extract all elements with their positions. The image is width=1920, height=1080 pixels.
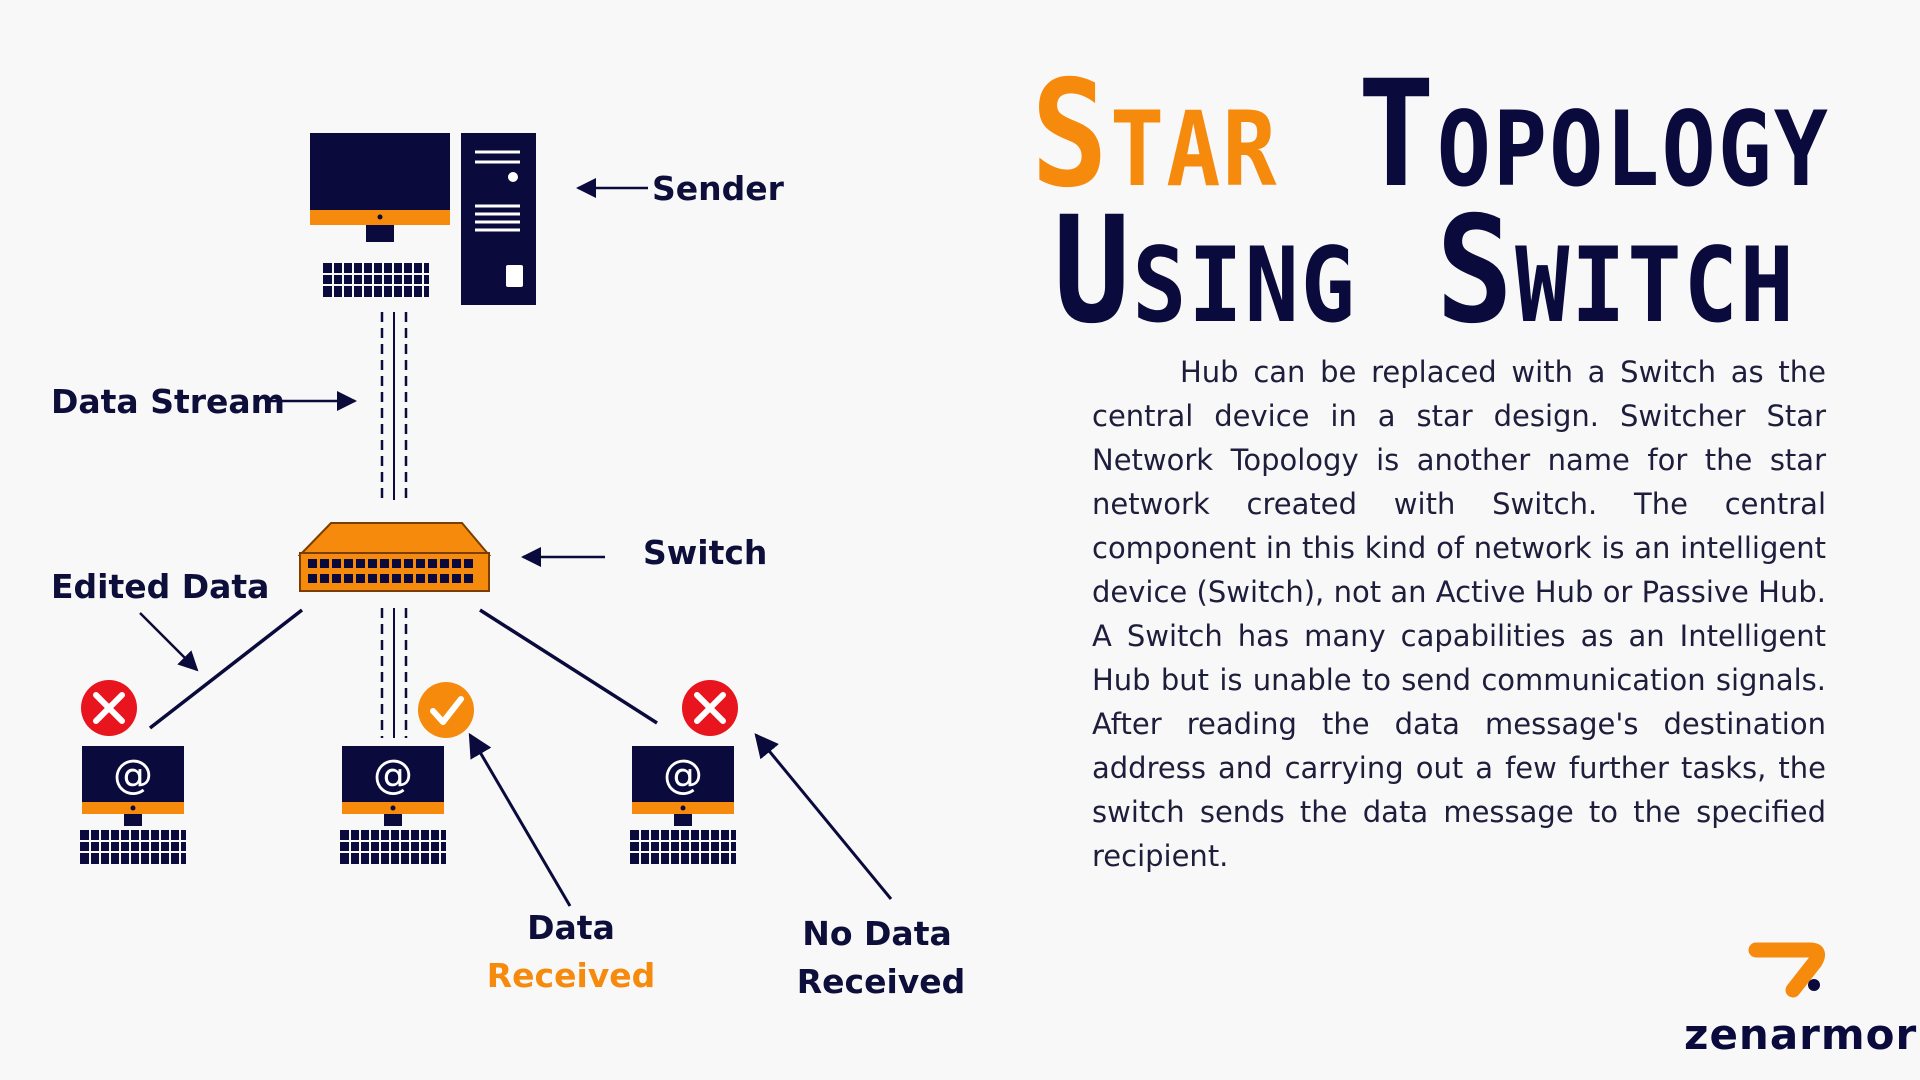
page-title-line1: Star Topology bbox=[1031, 61, 1830, 209]
sender-computer bbox=[310, 133, 536, 305]
data-stream-lines bbox=[380, 312, 408, 500]
title-accent-word: Star bbox=[1030, 49, 1279, 221]
edited-data-label: Edited Data bbox=[51, 567, 270, 606]
tower-case-icon bbox=[461, 133, 536, 305]
rejected-x-icon bbox=[81, 680, 137, 736]
desktop-monitor-icon bbox=[310, 133, 450, 298]
no-data-label-line1: No Data bbox=[802, 914, 952, 953]
title-word-topology: Topology bbox=[1357, 49, 1830, 221]
client-right-computer bbox=[630, 746, 736, 864]
received-check-icon bbox=[418, 682, 474, 738]
switch-label: Switch bbox=[643, 533, 768, 572]
description-paragraph: Hub can be replaced with a Switch as the… bbox=[1092, 355, 1826, 873]
client-middle-computer bbox=[340, 746, 446, 864]
no-data-label-line2: Received bbox=[796, 962, 966, 1001]
brand-name: zenarmor bbox=[1684, 1010, 1918, 1059]
switch-links bbox=[148, 608, 658, 738]
data-received-label-line1: Data bbox=[527, 908, 615, 947]
page-title-line2: Using Switch bbox=[1053, 185, 1796, 357]
data-received-label-line2: Received bbox=[486, 956, 656, 995]
zenarmor-logo-icon bbox=[1748, 942, 1826, 998]
sender-label: Sender bbox=[652, 169, 784, 208]
annotation-arrows bbox=[139, 178, 893, 907]
client-left-computer bbox=[80, 746, 186, 864]
rejected-x-icon bbox=[682, 680, 738, 736]
network-switch-icon bbox=[297, 522, 492, 592]
data-stream-label: Data Stream bbox=[51, 382, 286, 421]
